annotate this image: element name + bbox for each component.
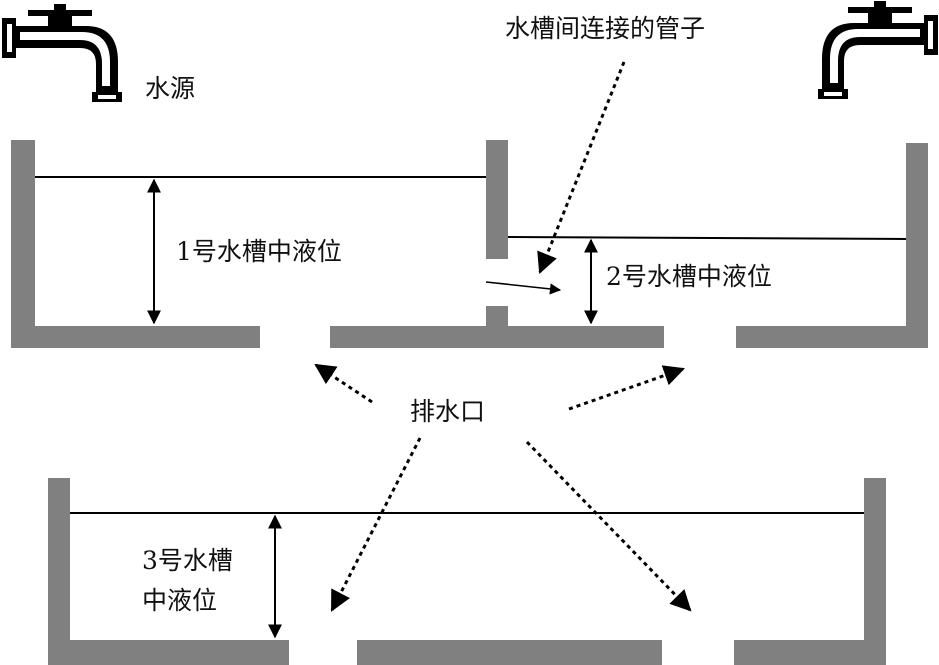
tank3-right-wall (864, 478, 886, 665)
tank-walls (11, 140, 928, 665)
tank3-level-label-line1: 3号水槽 (142, 546, 233, 575)
tank2-level-line (507, 236, 907, 240)
drain-pointer-tank2 (568, 365, 685, 411)
drain-label: 排水口 (410, 397, 485, 426)
tank1-bottom-left (11, 326, 260, 348)
tank2-bottom-left (486, 326, 664, 348)
pipe-pointer-arrow (537, 61, 626, 274)
faucet-icon (818, 1, 938, 99)
connecting-pipe-label: 水槽间连接的管子 (505, 14, 705, 43)
faucet-icon (2, 4, 122, 102)
tank2-right-wall (906, 143, 928, 348)
tank3-bottom-right (734, 640, 886, 665)
tank3-bottom-middle (357, 640, 662, 665)
tank3-level-label-line2: 中液位 (142, 586, 217, 615)
pipe-flow-arrow (485, 281, 562, 295)
tank3-bottom-left (48, 640, 289, 665)
tank1-left-wall (11, 140, 35, 348)
tank2-bottom-right (736, 326, 926, 348)
tank3-left-wall (48, 478, 70, 665)
water-source-label: 水源 (145, 74, 195, 103)
tank1-bottom-right (330, 326, 506, 348)
drain-pointer-tank3-right (525, 440, 692, 612)
drain-pointer-tank3-left (330, 437, 422, 612)
drain-pointer-tank1 (314, 363, 373, 404)
tank1-level-label: 1号水槽中液位 (176, 237, 342, 266)
tank-divider-upper (486, 140, 508, 259)
tank2-level-label: 2号水槽中液位 (606, 262, 772, 291)
